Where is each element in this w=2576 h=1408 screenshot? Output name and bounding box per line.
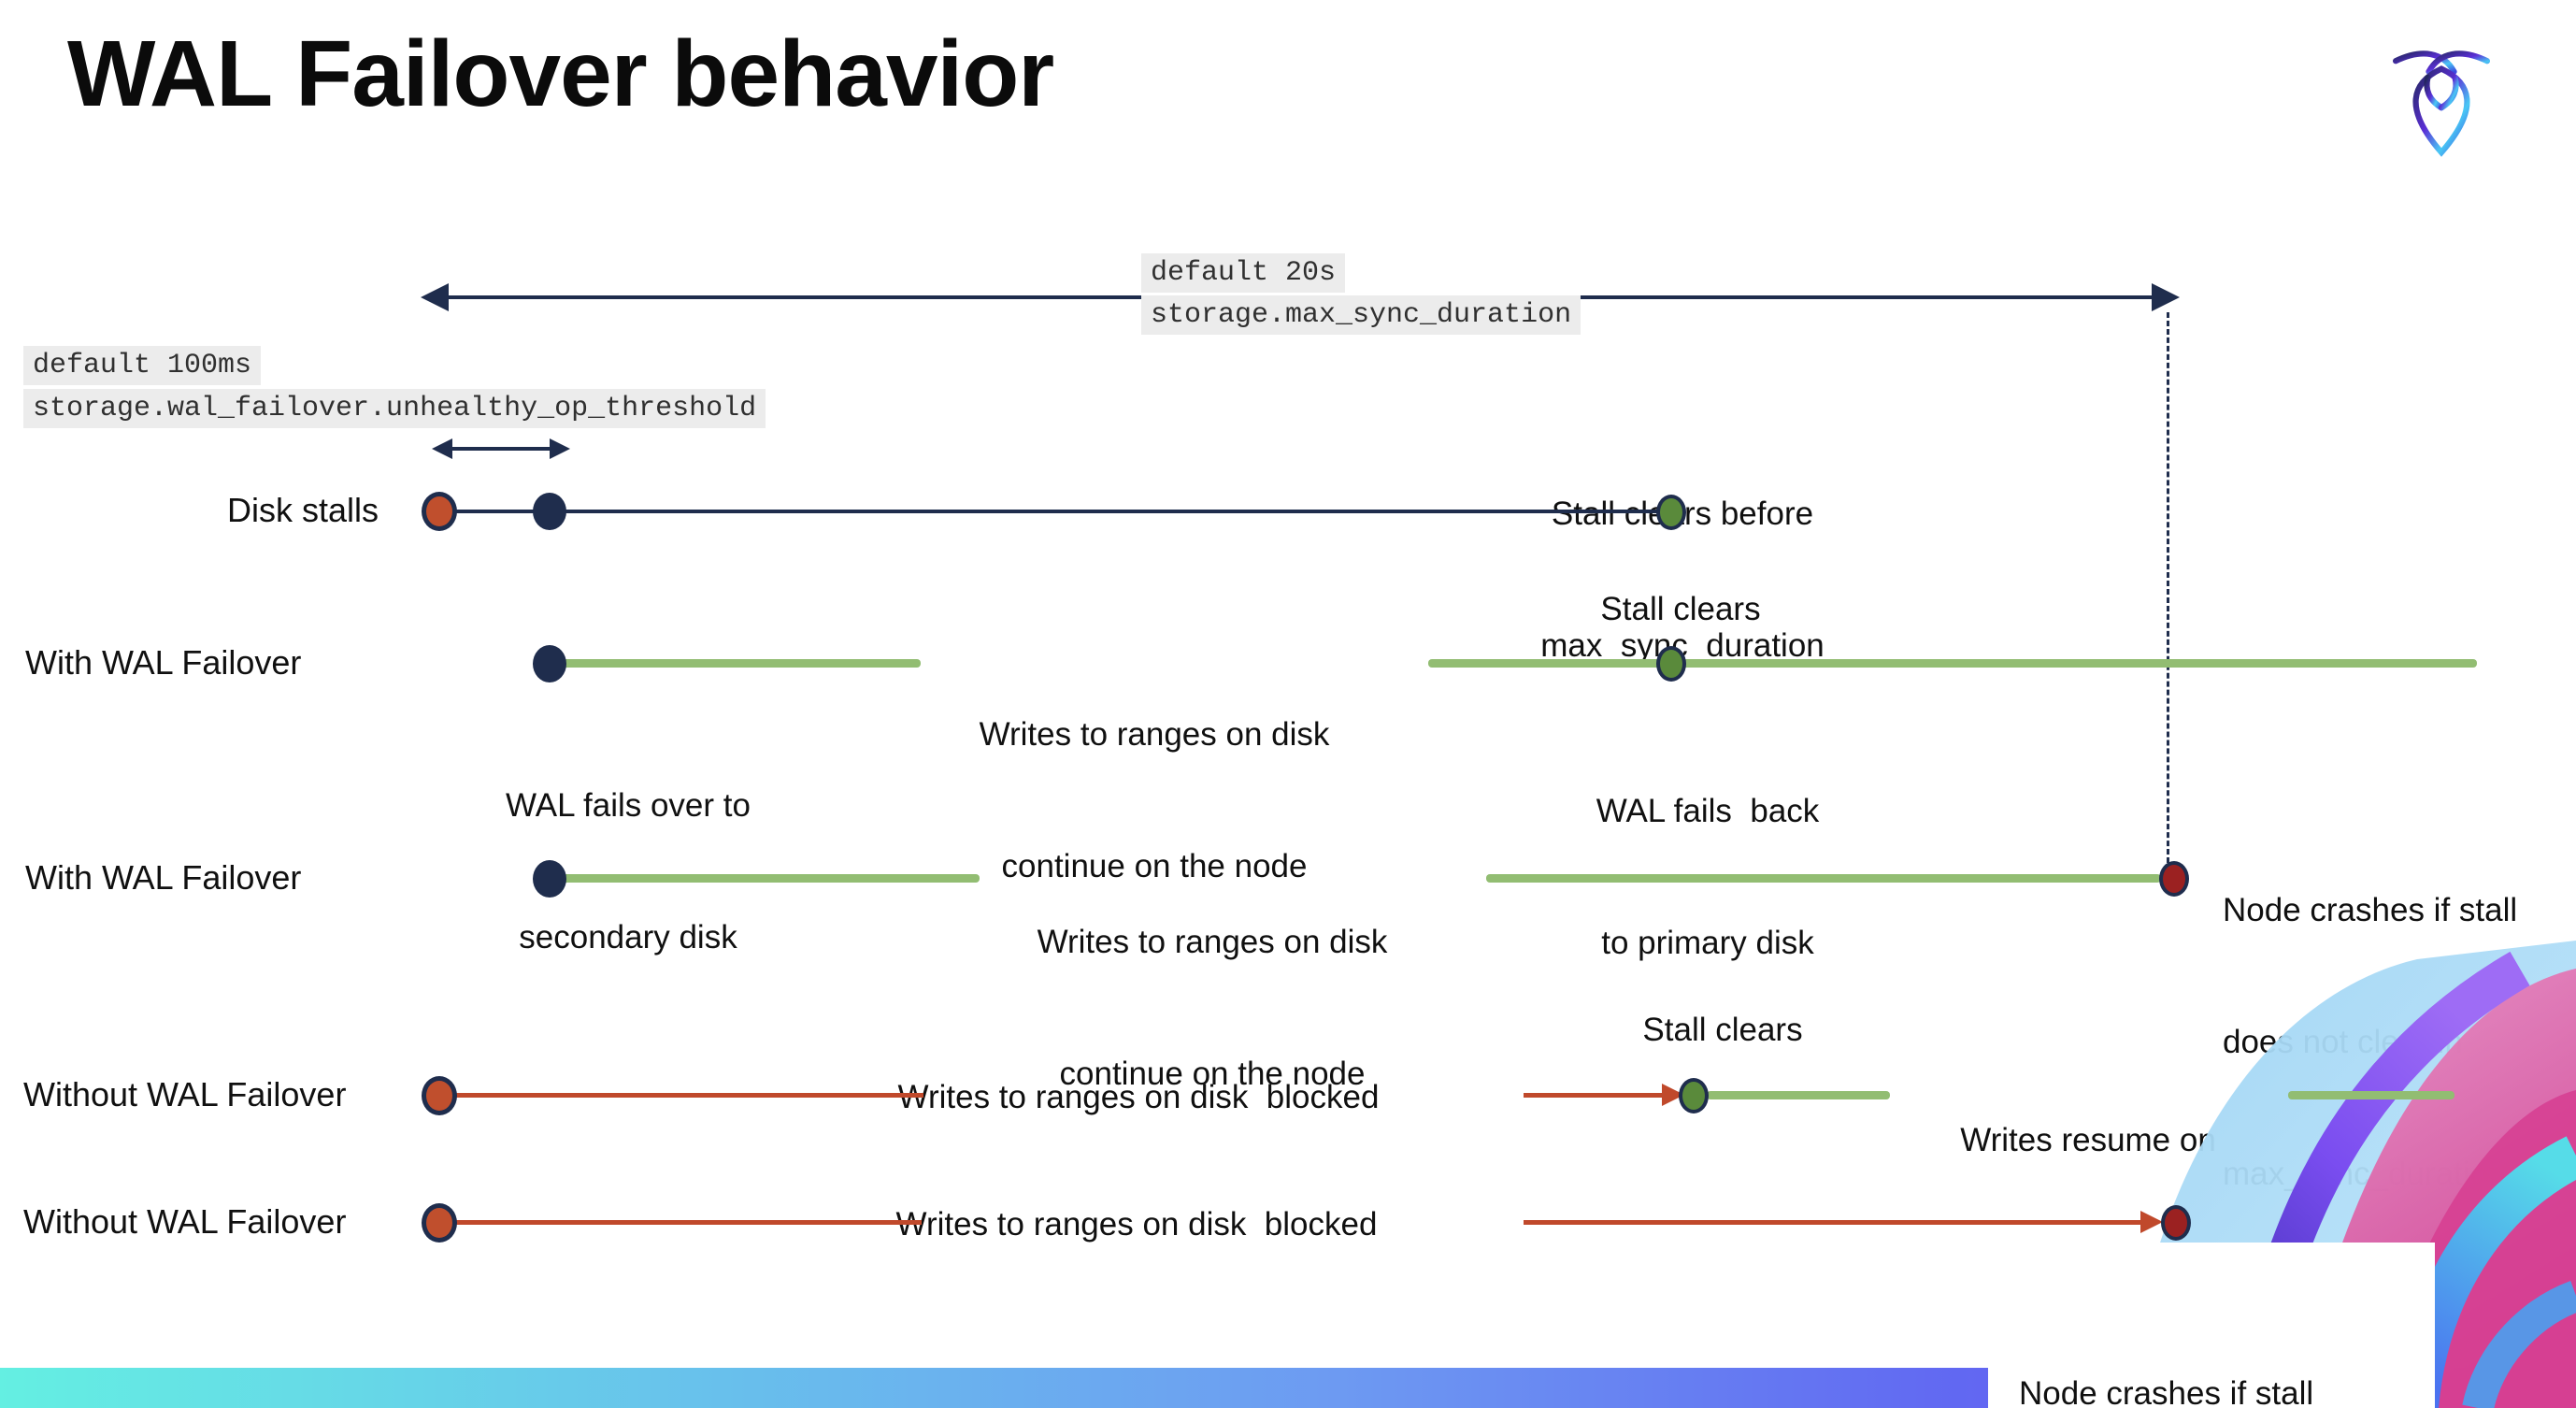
blocked-line <box>1524 1220 2140 1225</box>
threshold-dot <box>533 493 566 530</box>
stall-start-dot <box>422 1076 457 1115</box>
threshold-default-chip: default 100ms <box>23 346 262 385</box>
note-writes-blocked: Writes to ranges on disk blocked <box>897 1079 1380 1115</box>
page-title: WAL Failover behavior <box>67 22 1054 126</box>
failover-dot <box>533 860 566 898</box>
failover-dot <box>533 645 566 682</box>
healthy-line <box>1428 659 2477 668</box>
blocked-line <box>454 1220 922 1225</box>
note-writes-continue: Writes to ranges on disk continue on the… <box>1037 924 1388 1092</box>
row-label-without-wal-failover: Without WAL Failover <box>23 1075 347 1113</box>
arrow-left-icon <box>421 283 449 311</box>
stall-clear-dot <box>1679 1078 1709 1113</box>
crash-note-card <box>1988 1243 2435 1408</box>
healthy-line <box>1707 1091 1890 1099</box>
max-sync-setting-chip: storage.max_sync_duration <box>1141 295 1581 335</box>
timeline-disk-stalls <box>439 510 1671 513</box>
cockroachdb-logo-icon <box>2393 50 2490 157</box>
row-label-without-wal-failover: Without WAL Failover <box>23 1202 347 1241</box>
note-writes-blocked: Writes to ranges on disk blocked <box>895 1206 1378 1243</box>
stall-clear-dot <box>1656 495 1686 530</box>
row-label-disk-stalls: Disk stalls <box>227 491 379 529</box>
note-wal-fails-over: WAL fails over to secondary disk <box>506 787 751 955</box>
arrow-left-icon <box>432 438 452 459</box>
threshold-setting-chip: storage.wal_failover.unhealthy_op_thresh… <box>23 389 766 428</box>
row-label-with-wal-failover: With WAL Failover <box>25 858 302 897</box>
note-writes-continue: Writes to ranges on disk continue on the… <box>979 716 1330 884</box>
stall-start-dot <box>422 492 457 531</box>
deadline-dashed-line <box>2167 312 2169 871</box>
row-label-with-wal-failover: With WAL Failover <box>25 643 302 682</box>
healthy-line <box>2288 1091 2454 1099</box>
blocked-line <box>454 1093 923 1098</box>
blocked-line <box>1524 1093 1662 1098</box>
healthy-line <box>1486 874 2161 883</box>
healthy-line <box>561 659 921 668</box>
arrow-right-icon <box>550 438 570 459</box>
stall-clear-dot <box>1656 646 1686 682</box>
note-node-crashes: Node crashes if stall does not clear in … <box>2019 1375 2314 1408</box>
note-wal-fails-back: WAL fails back to primary disk <box>1596 793 1820 961</box>
node-crash-dot <box>2161 1205 2191 1241</box>
node-crash-dot <box>2159 861 2189 897</box>
healthy-line <box>561 874 980 883</box>
note-stall-clears: Stall clears <box>1642 1012 1803 1048</box>
threshold-measure-line <box>447 447 555 451</box>
max-sync-default-chip: default 20s <box>1141 253 1346 293</box>
note-stall-clears: Stall clears <box>1600 591 1761 627</box>
arrow-right-icon <box>2140 1211 2163 1233</box>
stall-start-dot <box>422 1203 457 1243</box>
arrow-right-icon <box>2152 283 2180 311</box>
